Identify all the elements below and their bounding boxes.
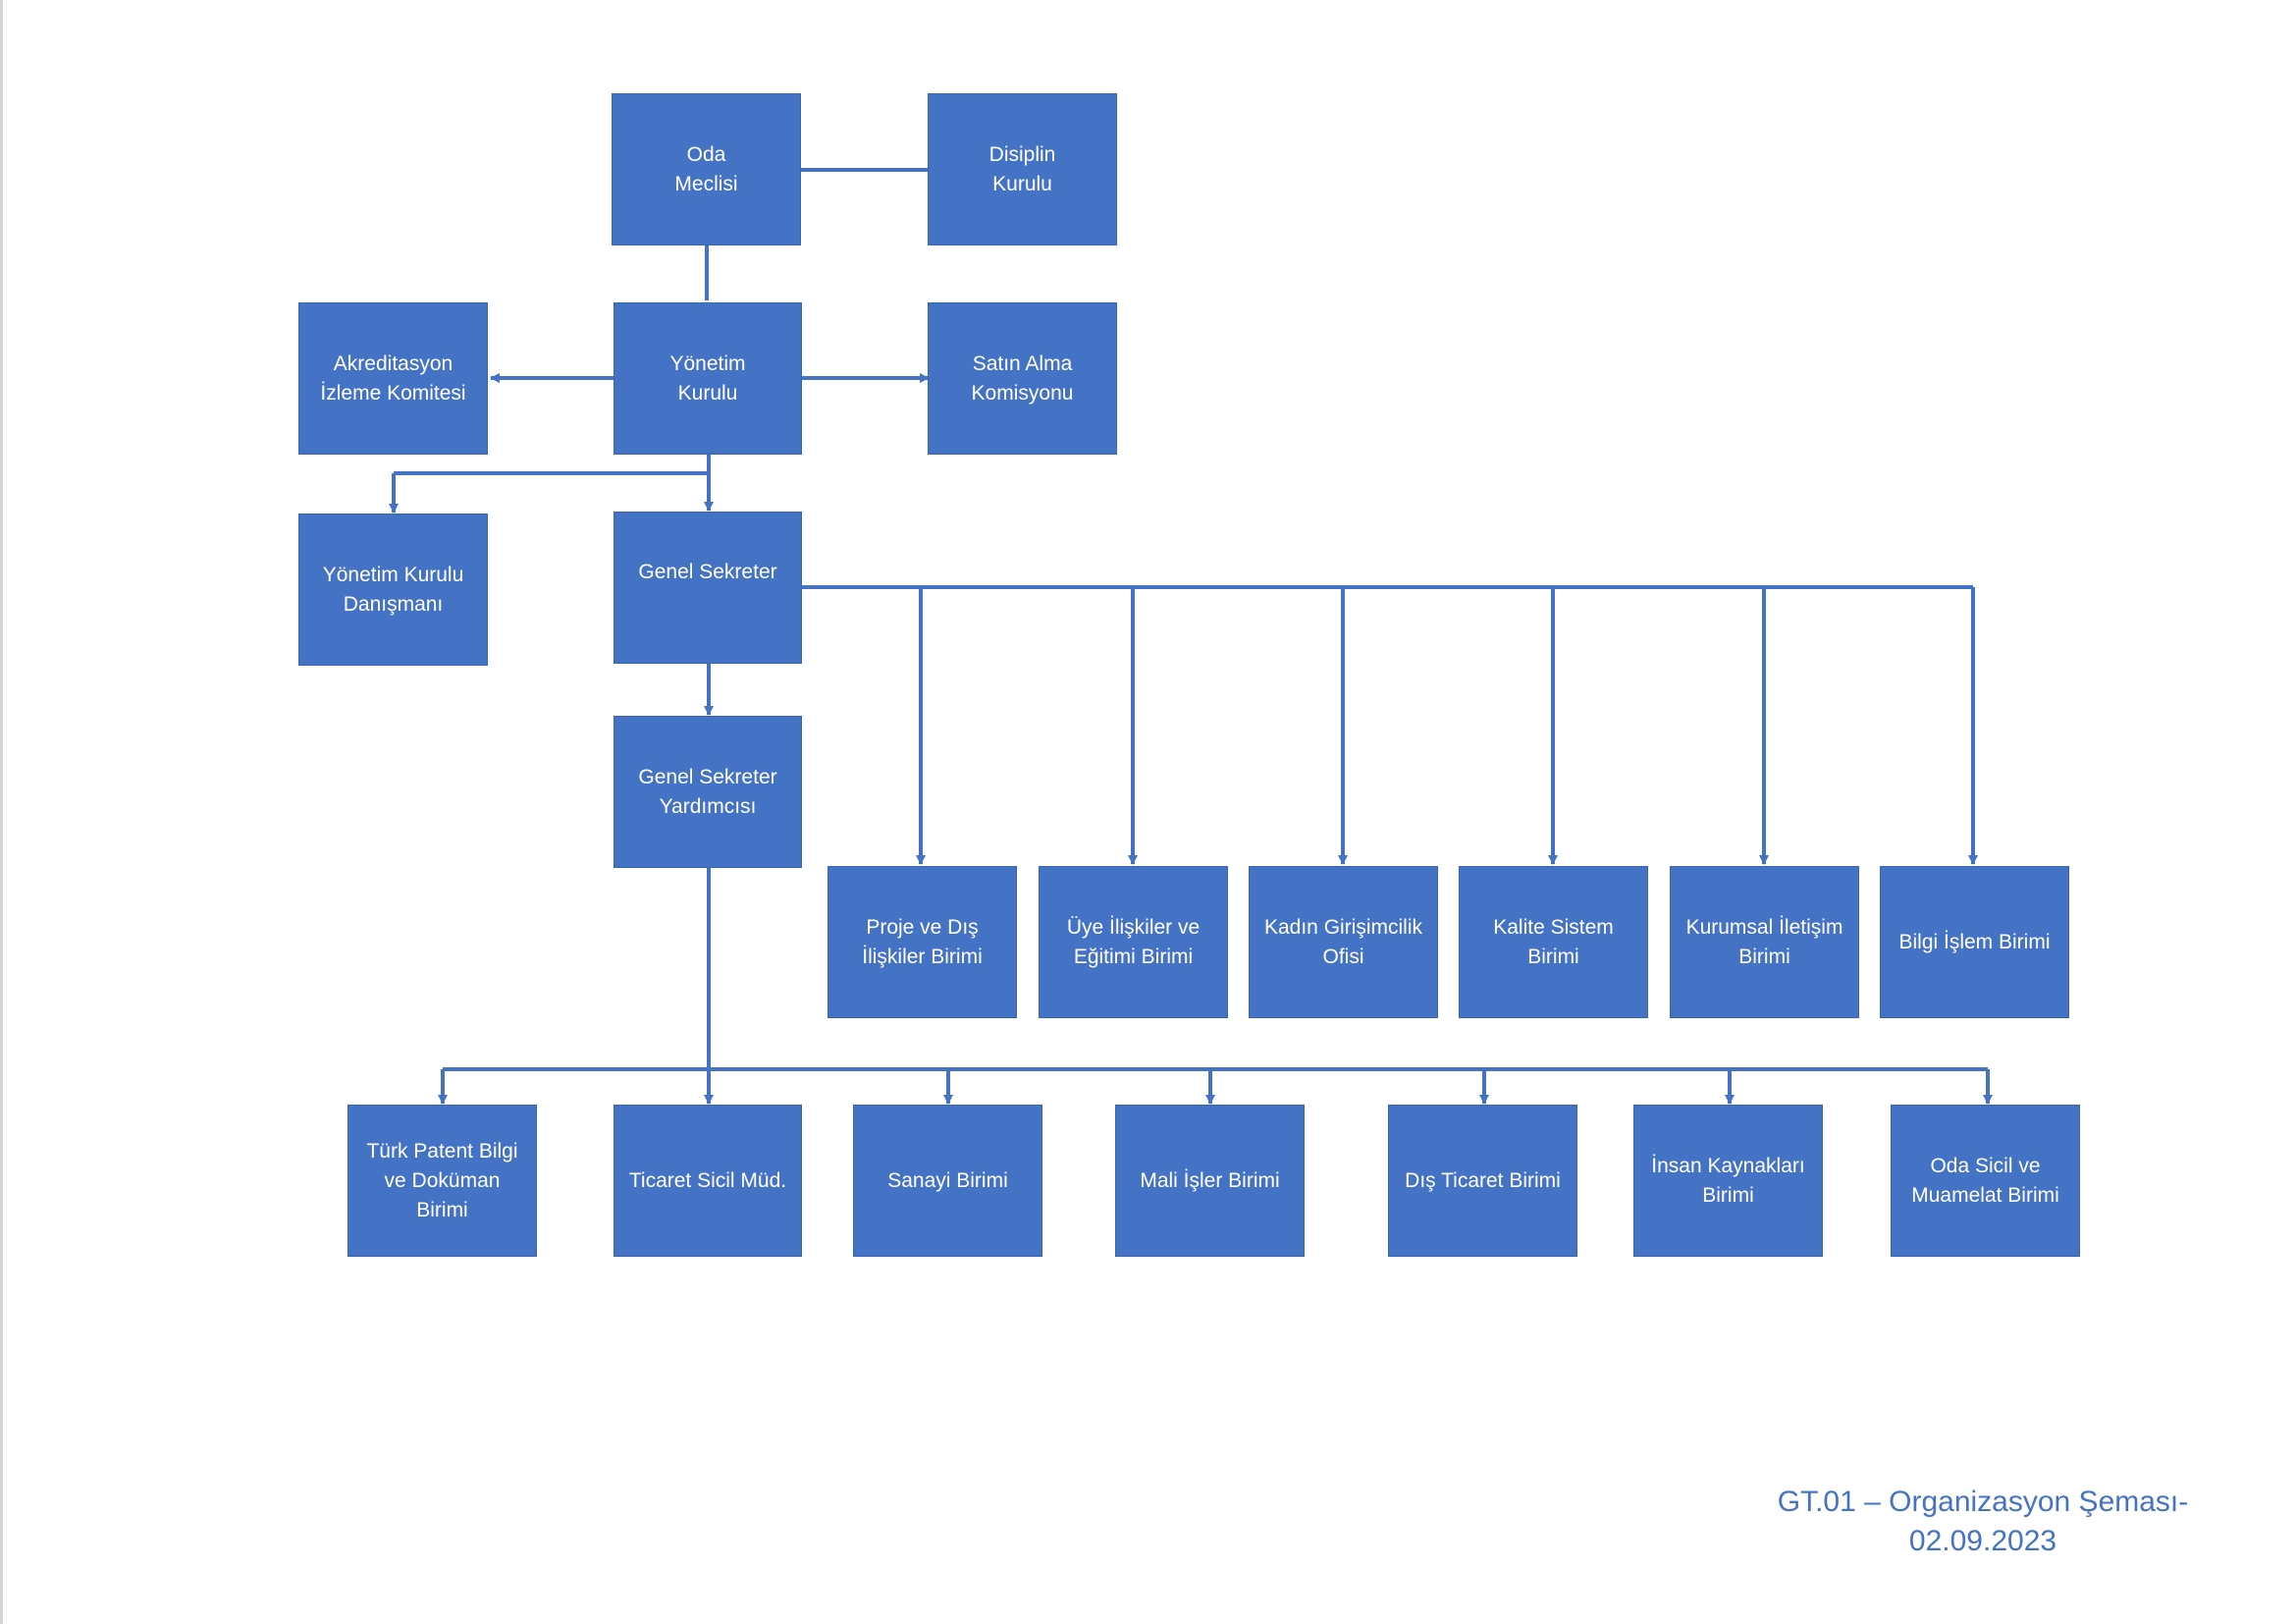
node-satin-alma-komisyonu: Satın Alma Komisyonu bbox=[928, 302, 1117, 455]
caption-title: GT.01 – Organizasyon Şeması- bbox=[1777, 1486, 2189, 1518]
node-yonetim-kurulu: Yönetim Kurulu bbox=[614, 302, 802, 455]
node-kurumsal-iletisim-birimi: Kurumsal İletişim Birimi bbox=[1670, 866, 1859, 1018]
node-akreditasyon-izleme-komitesi: Akreditasyon İzleme Komitesi bbox=[298, 302, 488, 455]
node-sanayi-birimi: Sanayi Birimi bbox=[853, 1105, 1042, 1257]
node-turk-patent-bilgi: Türk Patent Bilgi ve Doküman Birimi bbox=[347, 1105, 537, 1257]
node-disiplin-kurulu: Disiplin Kurulu bbox=[928, 93, 1117, 245]
node-bilgi-islem-birimi: Bilgi İşlem Birimi bbox=[1880, 866, 2069, 1018]
node-proje-dis-iliskiler: Proje ve Dış İlişkiler Birimi bbox=[828, 866, 1017, 1018]
node-oda-sicil-muamelat: Oda Sicil ve Muamelat Birimi bbox=[1891, 1105, 2080, 1257]
page-left-border bbox=[0, 0, 3, 1624]
node-insan-kaynaklari-birimi: İnsan Kaynakları Birimi bbox=[1633, 1105, 1823, 1257]
document-caption: GT.01 – Organizasyon Şeması- 02.09.2023 bbox=[1669, 1483, 2296, 1561]
node-kadin-girisimcilik-ofisi: Kadın Girişimcilik Ofisi bbox=[1249, 866, 1438, 1018]
node-oda-meclisi: Oda Meclisi bbox=[612, 93, 801, 245]
node-genel-sekreter-yardimcisi: Genel Sekreter Yardımcısı bbox=[614, 716, 802, 868]
node-kalite-sistem-birimi: Kalite Sistem Birimi bbox=[1459, 866, 1648, 1018]
caption-date: 02.09.2023 bbox=[1908, 1525, 2057, 1557]
node-uye-iliskiler-egitimi: Üye İlişkiler ve Eğitimi Birimi bbox=[1039, 866, 1228, 1018]
node-genel-sekreter: Genel Sekreter bbox=[614, 512, 802, 664]
node-ticaret-sicil-mud: Ticaret Sicil Müd. bbox=[614, 1105, 802, 1257]
node-mali-isler-birimi: Mali İşler Birimi bbox=[1115, 1105, 1305, 1257]
node-yonetim-kurulu-danismani: Yönetim Kurulu Danışmanı bbox=[298, 514, 488, 666]
node-dis-ticaret-birimi: Dış Ticaret Birimi bbox=[1388, 1105, 1577, 1257]
